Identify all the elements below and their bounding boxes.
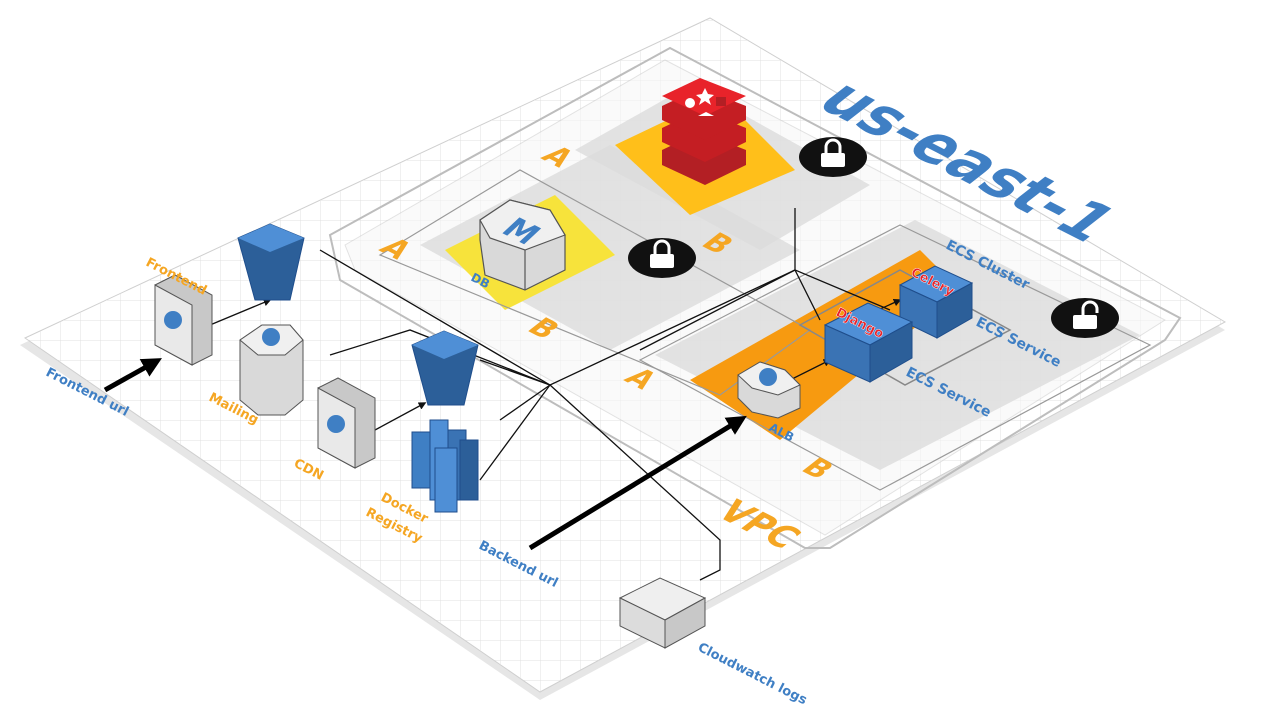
db-instance: M [479,199,566,291]
cloudwatch-logs-label: Cloudwatch logs [695,640,809,708]
cdn-bucket-icon [411,330,479,406]
frontend-server [154,274,213,366]
cloudwatch-logs-box [618,577,707,649]
globe-icon [327,415,345,433]
frontend-bucket-icon [237,223,305,301]
hexagon-icon [759,368,777,386]
subnet-b-outline [638,224,1152,491]
frontend-url-arrow [103,358,162,393]
connections [209,208,902,581]
padlock-icon [799,137,867,177]
backend-url-arrow [528,415,747,551]
mail-icon [262,328,280,346]
redis-icon [662,78,746,185]
cdn-server [317,377,376,469]
padlock-icon [628,238,696,278]
mailing-node [239,324,304,416]
container-icon [411,419,479,513]
padlock-open-icon [1051,298,1119,338]
django-service-box: Django [823,302,914,383]
globe-icon [164,311,182,329]
celery-service-box: Celery [898,265,974,339]
